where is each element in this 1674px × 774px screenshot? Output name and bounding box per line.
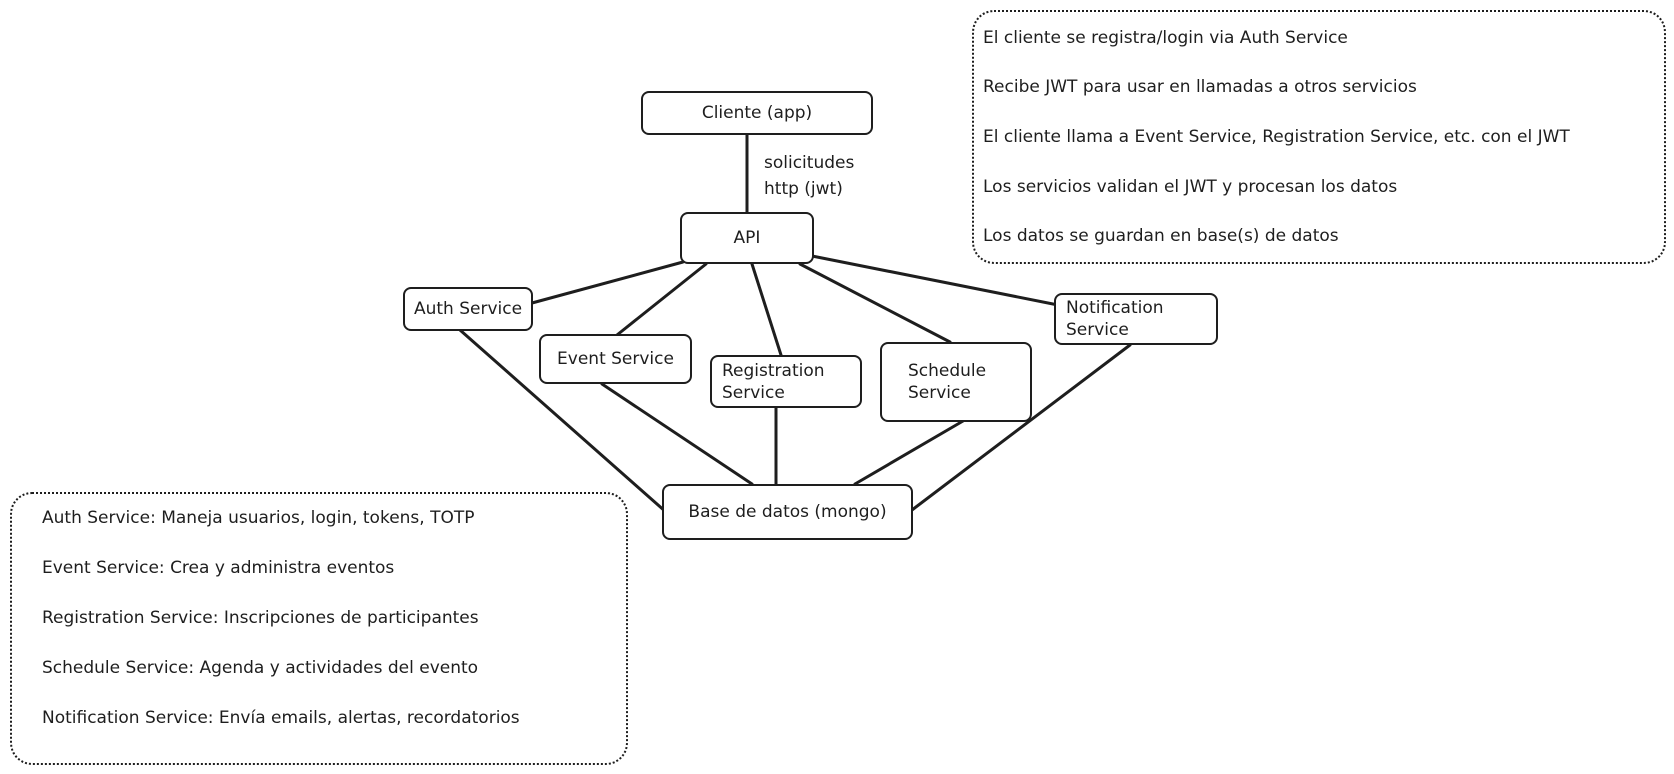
node-notification-label-1: Notification <box>1066 298 1164 318</box>
node-event-service-label: Event Service <box>557 349 674 369</box>
node-event-service[interactable]: Event Service <box>539 334 692 384</box>
note-flow-line-5: Los datos se guardan en base(s) de datos <box>983 226 1339 246</box>
edge-label-line-2: http (jwt) <box>764 179 843 199</box>
edge-event-db <box>600 382 754 486</box>
note-flow-line-1: El cliente se registra/login via Auth Se… <box>983 28 1348 48</box>
edge-api-schedule <box>798 262 952 344</box>
node-registration-service[interactable]: Registration Service <box>710 355 862 408</box>
edge-auth-db <box>458 328 668 514</box>
node-notification-label-2: Service <box>1066 320 1129 340</box>
note-flow <box>972 10 1666 264</box>
node-schedule-service[interactable]: Schedule Service <box>880 342 1032 422</box>
edge-label-line-1: solicitudes <box>764 153 855 173</box>
node-notification-service[interactable]: Notification Service <box>1054 293 1218 345</box>
node-registration-label-2: Service <box>722 382 785 403</box>
note-services-line-5: Notification Service: Envía emails, aler… <box>42 708 520 728</box>
note-services-line-3: Registration Service: Inscripciones de p… <box>42 608 479 628</box>
node-database[interactable]: Base de datos (mongo) <box>662 484 913 540</box>
note-services-line-1: Auth Service: Maneja usuarios, login, to… <box>42 508 475 528</box>
node-cliente[interactable]: Cliente (app) <box>641 91 873 135</box>
node-cliente-label: Cliente (app) <box>701 103 813 123</box>
edge-label-solicitudes: solicitudes http (jwt) <box>764 150 854 202</box>
edge-notification-db <box>910 343 1132 512</box>
node-schedule-label-2: Service <box>908 383 971 403</box>
node-registration-label-1: Registration <box>722 360 825 381</box>
note-flow-line-3: El cliente llama a Event Service, Regist… <box>983 127 1570 147</box>
edge-api-notification <box>810 254 1060 307</box>
edge-api-registration <box>750 262 783 357</box>
node-schedule-label-1: Schedule <box>908 361 987 381</box>
node-auth-service-label: Auth Service <box>413 299 523 319</box>
node-auth-service[interactable]: Auth Service <box>403 287 533 331</box>
note-flow-line-2: Recibe JWT para usar en llamadas a otros… <box>983 77 1417 97</box>
note-services <box>10 492 628 765</box>
note-services-line-4: Schedule Service: Agenda y actividades d… <box>42 658 479 678</box>
edge-api-event <box>615 262 708 337</box>
note-flow-line-4: Los servicios validan el JWT y procesan … <box>983 177 1398 197</box>
edge-schedule-db <box>853 419 965 486</box>
edge-api-auth <box>530 260 685 305</box>
note-services-line-2: Event Service: Crea y administra eventos <box>42 558 395 578</box>
node-database-label: Base de datos (mongo) <box>688 502 887 522</box>
node-api-label: API <box>733 228 761 248</box>
node-api[interactable]: API <box>680 212 814 264</box>
